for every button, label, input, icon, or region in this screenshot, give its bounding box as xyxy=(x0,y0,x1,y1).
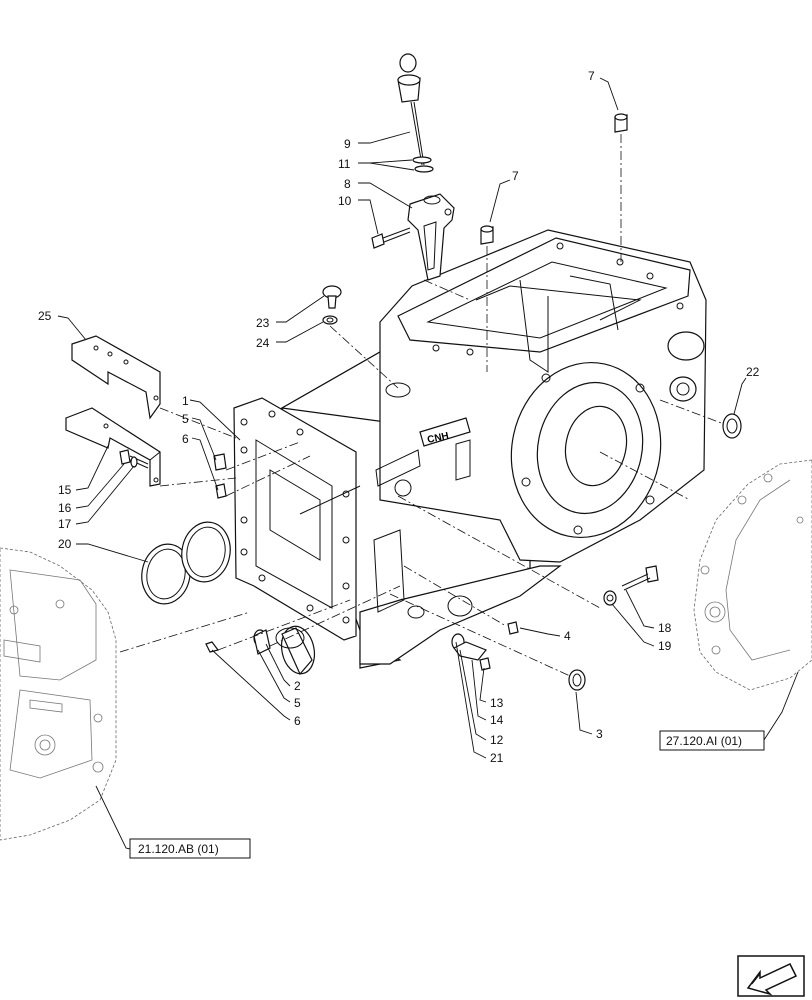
bracket-25 xyxy=(71,335,161,420)
assembly-centerlines xyxy=(119,134,725,677)
snap-rings-20 xyxy=(141,521,231,605)
callout-16: 16 xyxy=(58,501,72,515)
ghost-clutch-housing-right xyxy=(693,459,812,691)
callout-12: 12 xyxy=(490,733,504,747)
callout-19: 19 xyxy=(658,639,672,653)
bushing-5-lower xyxy=(253,629,271,655)
plug-4 xyxy=(507,621,519,635)
callout-5-upper: 5 xyxy=(182,412,189,426)
ghost-transmission-left xyxy=(0,547,117,841)
leader-lines xyxy=(57,77,799,851)
dipstick-assembly xyxy=(371,53,455,281)
dowel-pin-middle xyxy=(480,225,494,245)
arrow-return-icon[interactable] xyxy=(737,955,805,997)
callout-labels: 7 7 9 11 8 10 23 24 25 1 5 6 15 16 17 20… xyxy=(38,69,760,765)
callout-4: 4 xyxy=(564,629,571,643)
seal-3 xyxy=(568,669,586,691)
breather-plug xyxy=(322,285,342,309)
dowel-pin-upper xyxy=(614,113,628,133)
rear-axle-housing: CNH xyxy=(233,229,707,669)
bolt-18-washer-19 xyxy=(603,565,659,606)
callout-1: 1 xyxy=(182,394,189,408)
callout-20: 20 xyxy=(58,537,72,551)
bolt-16-washer-17 xyxy=(119,449,149,469)
callout-7b: 7 xyxy=(512,169,519,183)
reference-label-right: 27.120.AI (01) xyxy=(666,734,742,748)
callout-5-lower: 5 xyxy=(294,696,301,710)
callout-13: 13 xyxy=(490,696,504,710)
washer-24 xyxy=(322,315,338,325)
callout-25: 25 xyxy=(38,309,52,323)
callout-6-lower: 6 xyxy=(294,714,301,728)
housing-logo: CNH xyxy=(426,431,449,446)
callout-10: 10 xyxy=(338,194,352,208)
reference-box-right[interactable]: 27.120.AI (01) xyxy=(659,730,765,751)
callout-22: 22 xyxy=(746,365,760,379)
bracket-15 xyxy=(65,407,161,487)
callout-15: 15 xyxy=(58,483,72,497)
callout-21: 21 xyxy=(490,751,504,765)
callout-14: 14 xyxy=(490,713,504,727)
callout-11: 11 xyxy=(338,157,351,171)
reference-label-left: 21.120.AB (01) xyxy=(138,842,219,856)
callout-8: 8 xyxy=(344,177,351,191)
callout-7a: 7 xyxy=(588,69,595,83)
callout-6-upper: 6 xyxy=(182,432,189,446)
dowel-5-6-upper xyxy=(213,453,227,499)
callout-9: 9 xyxy=(344,137,351,151)
callout-23: 23 xyxy=(256,316,270,330)
bearing-cup-2 xyxy=(275,625,316,676)
callout-17: 17 xyxy=(58,517,72,531)
cover-plate-21 xyxy=(451,633,491,671)
callout-24: 24 xyxy=(256,336,270,350)
callout-2: 2 xyxy=(294,679,301,693)
seal-22 xyxy=(722,413,742,439)
reference-box-left[interactable]: 21.120.AB (01) xyxy=(129,838,251,859)
callout-3: 3 xyxy=(596,727,603,741)
callout-18: 18 xyxy=(658,621,672,635)
